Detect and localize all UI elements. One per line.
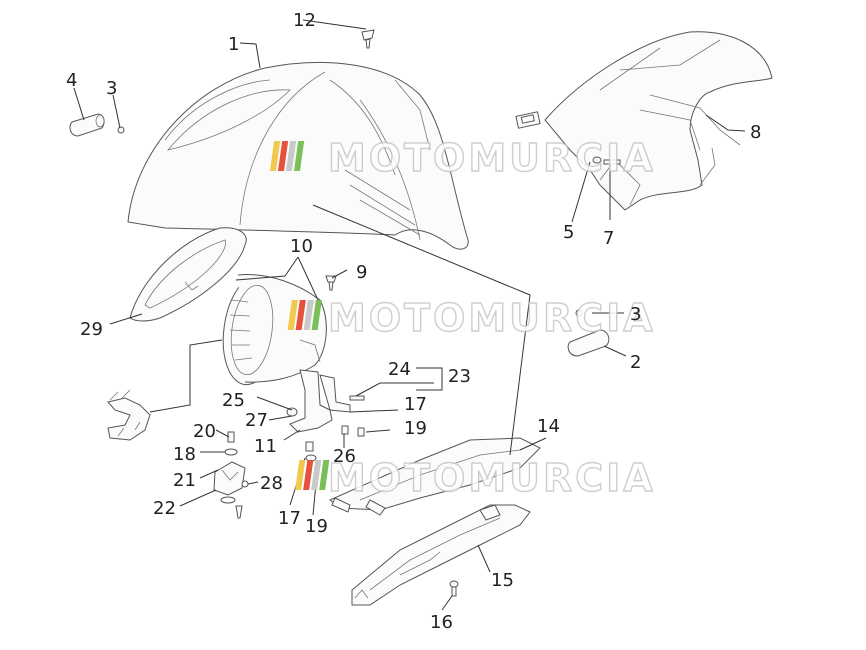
watermark-top: MOTOMURCIA [269,135,656,181]
callout-17-right: 17 [404,394,427,415]
callout-28: 28 [260,473,283,494]
svg-text:MOTOMURCIA: MOTOMURCIA [328,296,656,340]
callout-5: 5 [563,222,574,243]
screw-washer-5-7-part [592,156,621,165]
wire-bracket-part [107,389,151,441]
callout-11: 11 [254,436,277,457]
callout-25: 25 [222,390,245,411]
headlight-frame-part [129,227,247,322]
callout-1: 1 [228,34,239,55]
small-bracket-part [213,431,249,519]
callout-23: 23 [448,366,471,387]
leader-lines [73,19,746,611]
reflector-part [567,309,610,357]
callout-24: 24 [388,359,411,380]
callout-27: 27 [245,410,268,431]
callout-26: 26 [333,446,356,467]
svg-text:MOTOMURCIA: MOTOMURCIA [328,136,656,180]
callout-8: 8 [750,122,761,143]
callout-2: 2 [630,352,641,373]
callout-19-bottom: 19 [305,516,328,537]
callout-labels: 1 2 3 3 4 5 7 8 9 10 11 12 14 15 16 17 1… [66,10,761,633]
callout-7: 7 [603,228,614,249]
callout-3-top: 3 [106,78,117,99]
callout-16: 16 [430,612,453,633]
screw-12-part [361,29,375,49]
screw-9-part [325,275,337,291]
watermark-middle: MOTOMURCIA [287,295,656,341]
callout-12: 12 [293,10,316,31]
callout-29: 29 [80,319,103,340]
callout-9: 9 [356,262,367,283]
callout-22: 22 [153,498,176,519]
support-rail-part [329,437,541,516]
rear-mudguard-part [515,31,773,211]
lower-bracket-part [351,504,531,606]
callout-18: 18 [173,444,196,465]
callout-15: 15 [491,570,514,591]
callout-10: 10 [290,236,313,257]
callout-4: 4 [66,70,77,91]
callout-14: 14 [537,416,560,437]
screw-16-part [449,580,459,597]
watermark-bottom: MOTOMURCIA [295,455,656,501]
callout-21: 21 [173,470,196,491]
callout-17-bottom: 17 [278,508,301,529]
callout-20: 20 [193,421,216,442]
svg-text:MOTOMURCIA: MOTOMURCIA [328,456,656,500]
side-clip-part [69,113,125,137]
callout-3-right: 3 [630,304,641,325]
callout-19-right: 19 [404,418,427,439]
